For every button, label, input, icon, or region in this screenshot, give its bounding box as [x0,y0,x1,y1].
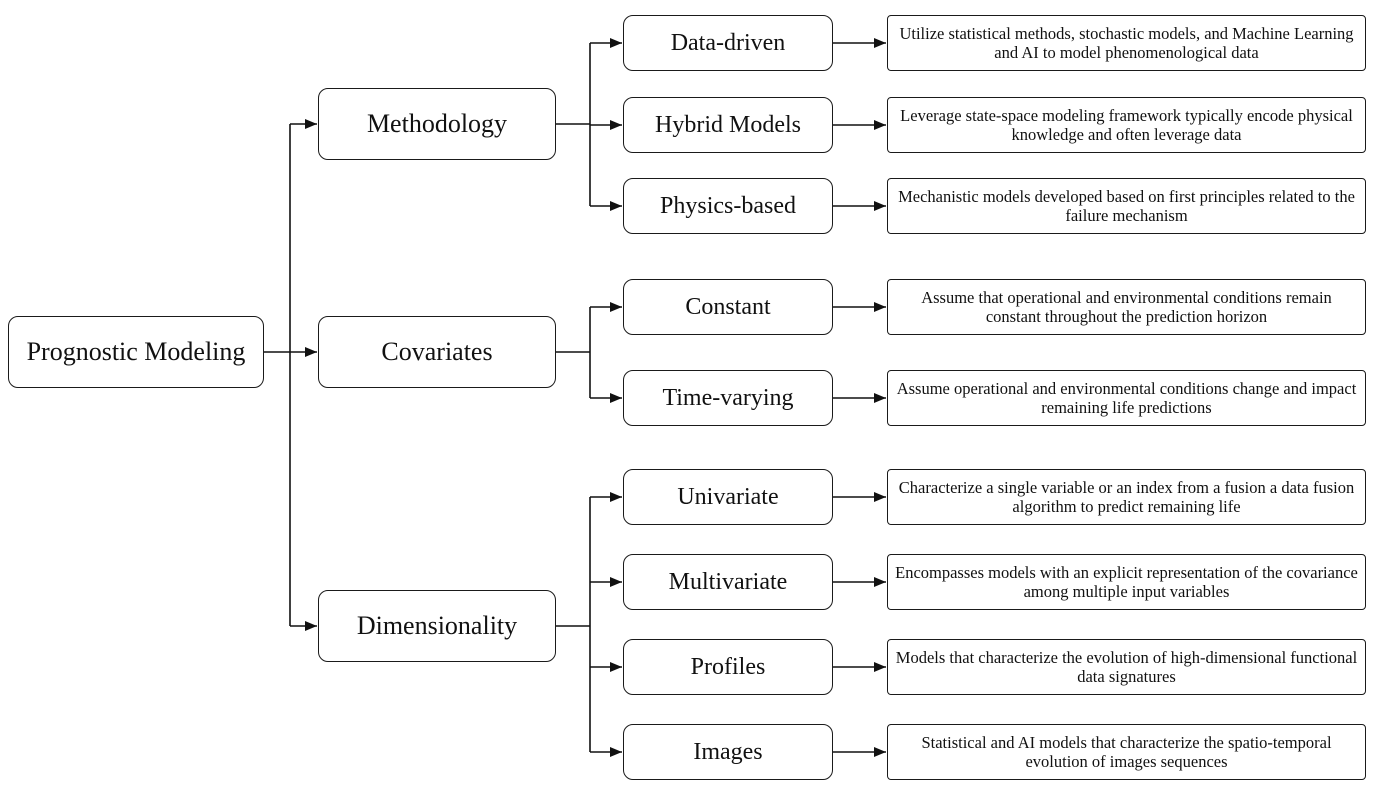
description-constant: Assume that operational and environmenta… [887,279,1366,335]
root-node: Prognostic Modeling [8,316,264,388]
subnode-profiles: Profiles [623,639,833,695]
description-data-driven: Utilize statistical methods, stochastic … [887,15,1366,71]
subnode-label: Hybrid Models [655,111,801,138]
description-images: Statistical and AI models that character… [887,724,1366,780]
category-node-dimensionality: Dimensionality [318,590,556,662]
description-text: Utilize statistical methods, stochastic … [899,24,1354,62]
subnode-label: Physics-based [660,192,796,219]
description-text: Leverage state-space modeling framework … [900,106,1353,144]
subnode-physics-based: Physics-based [623,178,833,234]
subnode-label: Data-driven [670,29,786,56]
subnode-univariate: Univariate [623,469,833,525]
category-label: Covariates [381,337,493,366]
subnode-images: Images [623,724,833,780]
description-hybrid-models: Leverage state-space modeling framework … [887,97,1366,153]
subnode-label: Profiles [690,653,766,680]
subnode-label: Multivariate [668,568,788,595]
description-multivariate: Encompasses models with an explicit repr… [887,554,1366,610]
subnode-label: Constant [685,293,771,320]
subnode-time-varying: Time-varying [623,370,833,426]
subnode-data-driven: Data-driven [623,15,833,71]
description-text: Assume that operational and environmenta… [921,288,1332,326]
subnode-label: Time-varying [662,384,794,411]
category-node-methodology: Methodology [318,88,556,160]
category-label: Methodology [366,109,508,138]
subnode-label: Images [693,738,763,765]
description-text: Assume operational and environmental con… [896,379,1357,417]
subnode-constant: Constant [623,279,833,335]
description-physics-based: Mechanistic models developed based on fi… [887,178,1366,234]
description-text: Models that characterize the evolution o… [895,648,1358,686]
description-time-varying: Assume operational and environmental con… [887,370,1366,426]
description-text: Characterize a single variable or an ind… [898,478,1355,516]
category-node-covariates: Covariates [318,316,556,388]
description-profiles: Models that characterize the evolution o… [887,639,1366,695]
subnode-hybrid-models: Hybrid Models [623,97,833,153]
description-text: Encompasses models with an explicit repr… [895,563,1358,601]
category-label: Dimensionality [356,611,518,640]
subnode-multivariate: Multivariate [623,554,833,610]
description-text: Statistical and AI models that character… [921,733,1332,771]
root-label: Prognostic Modeling [26,337,246,366]
subnode-label: Univariate [677,483,779,510]
description-univariate: Characterize a single variable or an ind… [887,469,1366,525]
description-text: Mechanistic models developed based on fi… [898,187,1355,225]
